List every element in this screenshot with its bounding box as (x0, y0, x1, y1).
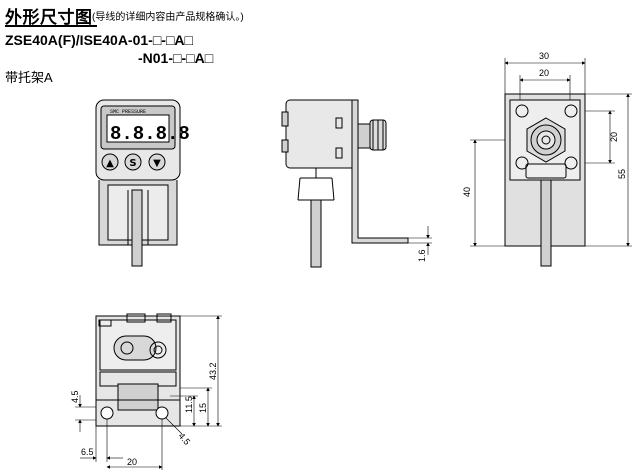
right-view (504, 93, 586, 267)
bracket-variant-label: 带托架A (5, 70, 53, 85)
lcd-digits: 8.8.8.8 (110, 123, 190, 145)
mount-hole-left (100, 406, 114, 420)
side-view (281, 99, 409, 268)
up-button (101, 153, 119, 171)
mount-hole-right (155, 406, 169, 420)
set-label-icon: S (129, 158, 136, 169)
label-side-thickness: 1.6 (417, 249, 427, 262)
front-fitting-stem (131, 189, 143, 267)
front-view (95, 99, 181, 267)
label-right-width-outer: 30 (539, 51, 549, 61)
label-bottom-h1: 15 (198, 403, 208, 413)
down-arrow-icon: ▼ (153, 158, 161, 169)
dim-side-thickness (408, 226, 432, 255)
up-arrow-icon: ▲ (106, 158, 114, 169)
bottom-view-dimension-lines (75, 315, 222, 470)
section-note: (导线的详细内容由产品规格确认。) (92, 12, 244, 23)
label-right-height-left: 40 (462, 187, 472, 197)
label-bottom-width: 20 (127, 457, 137, 467)
label-bottom-offset: 6.5 (81, 447, 94, 457)
label-bottom-h2: 11.5 (184, 396, 194, 413)
right-view-dimension-lines (470, 58, 632, 247)
set-button (124, 153, 142, 171)
model-number-line-2: -N01-□-□A□ (138, 50, 214, 66)
label-bottom-hole: 4.5 (176, 431, 192, 447)
label-right-height-inner: 20 (609, 132, 619, 142)
section-title: 外形尺寸图 (5, 8, 93, 27)
side-body (285, 99, 357, 169)
label-right-height-outer: 55 (617, 169, 627, 179)
lcd-brand-text: SMC PRESSURE (110, 109, 146, 115)
label-bottom-h3: 4.5 (70, 390, 80, 403)
bottom-view (95, 313, 181, 427)
down-button (148, 153, 166, 171)
label-bottom-height: 43.2 (208, 362, 218, 380)
label-right-width-inner: 20 (539, 68, 549, 78)
model-number-line-1: ZSE40A(F)/ISE40A-01-□-□A□ (5, 32, 193, 48)
title-underline (5, 25, 97, 27)
